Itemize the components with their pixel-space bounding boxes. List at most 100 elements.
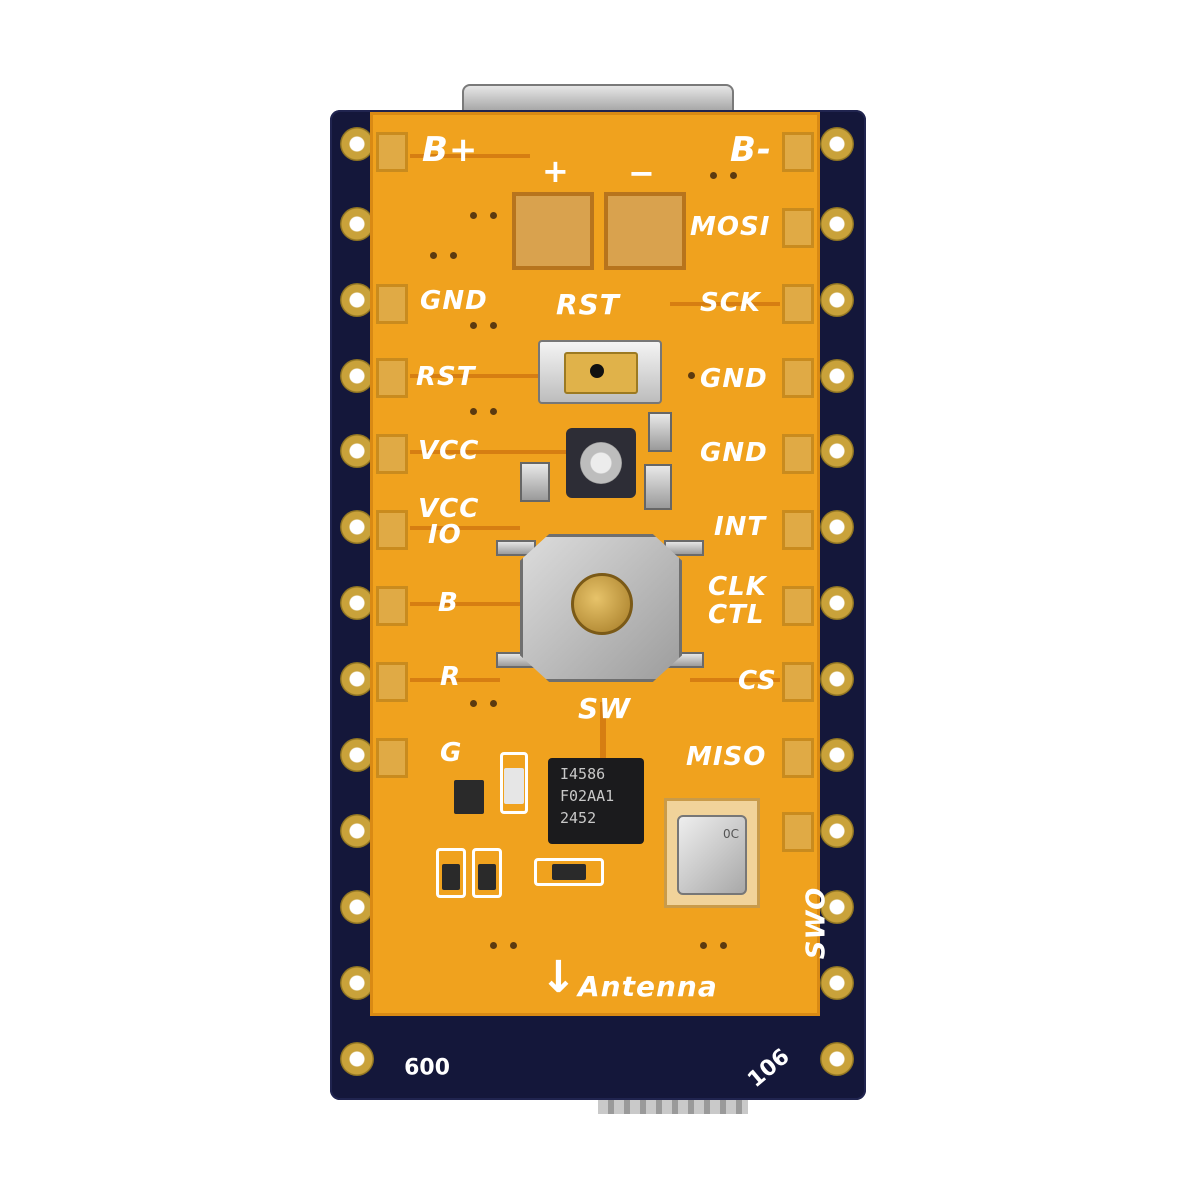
label-gnd-left: GND: [420, 286, 488, 316]
transistor: [454, 780, 484, 814]
edge-pad: [782, 132, 814, 172]
carrier-hole: [340, 127, 374, 161]
edge-pad: [782, 434, 814, 474]
battery-plus-label: +: [542, 152, 569, 190]
carrier-hole: [820, 510, 854, 544]
led-lens: [580, 442, 622, 484]
carrier-hole: [820, 738, 854, 772]
label-b: B: [438, 588, 459, 618]
via: [450, 252, 457, 259]
label-r: R: [440, 662, 462, 692]
edge-pad: [782, 284, 814, 324]
chip-line-3: 2452: [560, 809, 597, 827]
label-rst-left: RST: [416, 362, 476, 392]
label-swo: SWO: [801, 886, 832, 960]
carrier-hole: [820, 207, 854, 241]
switch-cap: [571, 573, 633, 635]
trace: [600, 702, 606, 762]
tactile-switch-icon[interactable]: [520, 534, 682, 682]
edge-pad: [782, 208, 814, 248]
chip-line-1: I4586: [560, 765, 606, 783]
edge-pad: [782, 586, 814, 626]
carrier-hole: [340, 662, 374, 696]
carrier-hole: [820, 890, 854, 924]
edge-pad: [782, 662, 814, 702]
reset-button-dot: [590, 364, 604, 378]
label-mosi: MOSI: [690, 212, 771, 242]
via: [720, 942, 727, 949]
edge-pad: [376, 662, 408, 702]
label-ctl: CTL: [708, 600, 765, 630]
crystal-oscillator-icon: 0C: [664, 798, 760, 908]
bottom-connector-icon: [598, 1100, 748, 1114]
resistor-outline: [436, 848, 466, 898]
carrier-hole: [340, 207, 374, 241]
carrier-hole: [820, 127, 854, 161]
trace: [410, 602, 520, 606]
resistor: [520, 462, 550, 502]
resistor: [552, 864, 586, 880]
capacitor: [504, 768, 524, 804]
label-b-minus: B-: [730, 130, 773, 170]
capacitor-outline: [500, 752, 528, 814]
trace: [410, 678, 500, 682]
label-gnd-right-1: GND: [700, 364, 768, 394]
via: [490, 700, 497, 707]
edge-pad: [782, 812, 814, 852]
carrier-hole: [340, 586, 374, 620]
label-int: INT: [714, 512, 767, 542]
resistor: [442, 864, 460, 890]
label-miso: MISO: [686, 742, 767, 772]
carrier-hole: [340, 359, 374, 393]
edge-pad: [782, 738, 814, 778]
via: [470, 212, 477, 219]
carrier-hole: [820, 434, 854, 468]
edge-pad: [782, 510, 814, 550]
reset-button-cap: [564, 352, 638, 394]
resistor: [648, 412, 672, 452]
resistor: [478, 864, 496, 890]
carrier-hole: [340, 738, 374, 772]
via: [490, 212, 497, 219]
edge-pad: [376, 586, 408, 626]
reset-button[interactable]: [538, 340, 662, 404]
label-io: IO: [428, 520, 462, 550]
via: [430, 252, 437, 259]
trace: [410, 526, 520, 530]
label-clk: CLK: [708, 572, 767, 602]
crystal-mark: 0C: [722, 827, 739, 841]
trace: [690, 678, 780, 682]
battery-minus-pad: [604, 192, 686, 270]
battery-plus-pad: [512, 192, 594, 270]
via: [470, 408, 477, 415]
carrier-hole: [820, 283, 854, 317]
label-vcc-2: VCC: [418, 494, 480, 524]
via: [490, 322, 497, 329]
battery-minus-label: −: [628, 154, 655, 192]
label-rst-button: RST: [556, 288, 620, 321]
edge-pad: [376, 284, 408, 324]
via: [710, 172, 717, 179]
via: [510, 942, 517, 949]
rgb-led-icon: [566, 428, 636, 498]
label-gnd-right-2: GND: [700, 438, 768, 468]
carrier-hole: [340, 814, 374, 848]
via: [470, 322, 477, 329]
label-g: G: [440, 738, 463, 768]
carrier-hole: [340, 434, 374, 468]
label-b-plus: B+: [422, 130, 479, 170]
carrier-hole: [820, 1042, 854, 1076]
edge-pad: [376, 510, 408, 550]
carrier-hole: [820, 662, 854, 696]
resistor-outline: [472, 848, 502, 898]
label-vcc-1: VCC: [418, 436, 480, 466]
carrier-hole: [820, 966, 854, 1000]
antenna-arrow-icon: ↓: [540, 952, 577, 1003]
trace: [410, 374, 550, 378]
crystal-can: 0C: [677, 815, 747, 895]
label-sw: SW: [578, 692, 632, 725]
trace: [410, 154, 530, 158]
via: [490, 942, 497, 949]
carrier-hole: [340, 1042, 374, 1076]
